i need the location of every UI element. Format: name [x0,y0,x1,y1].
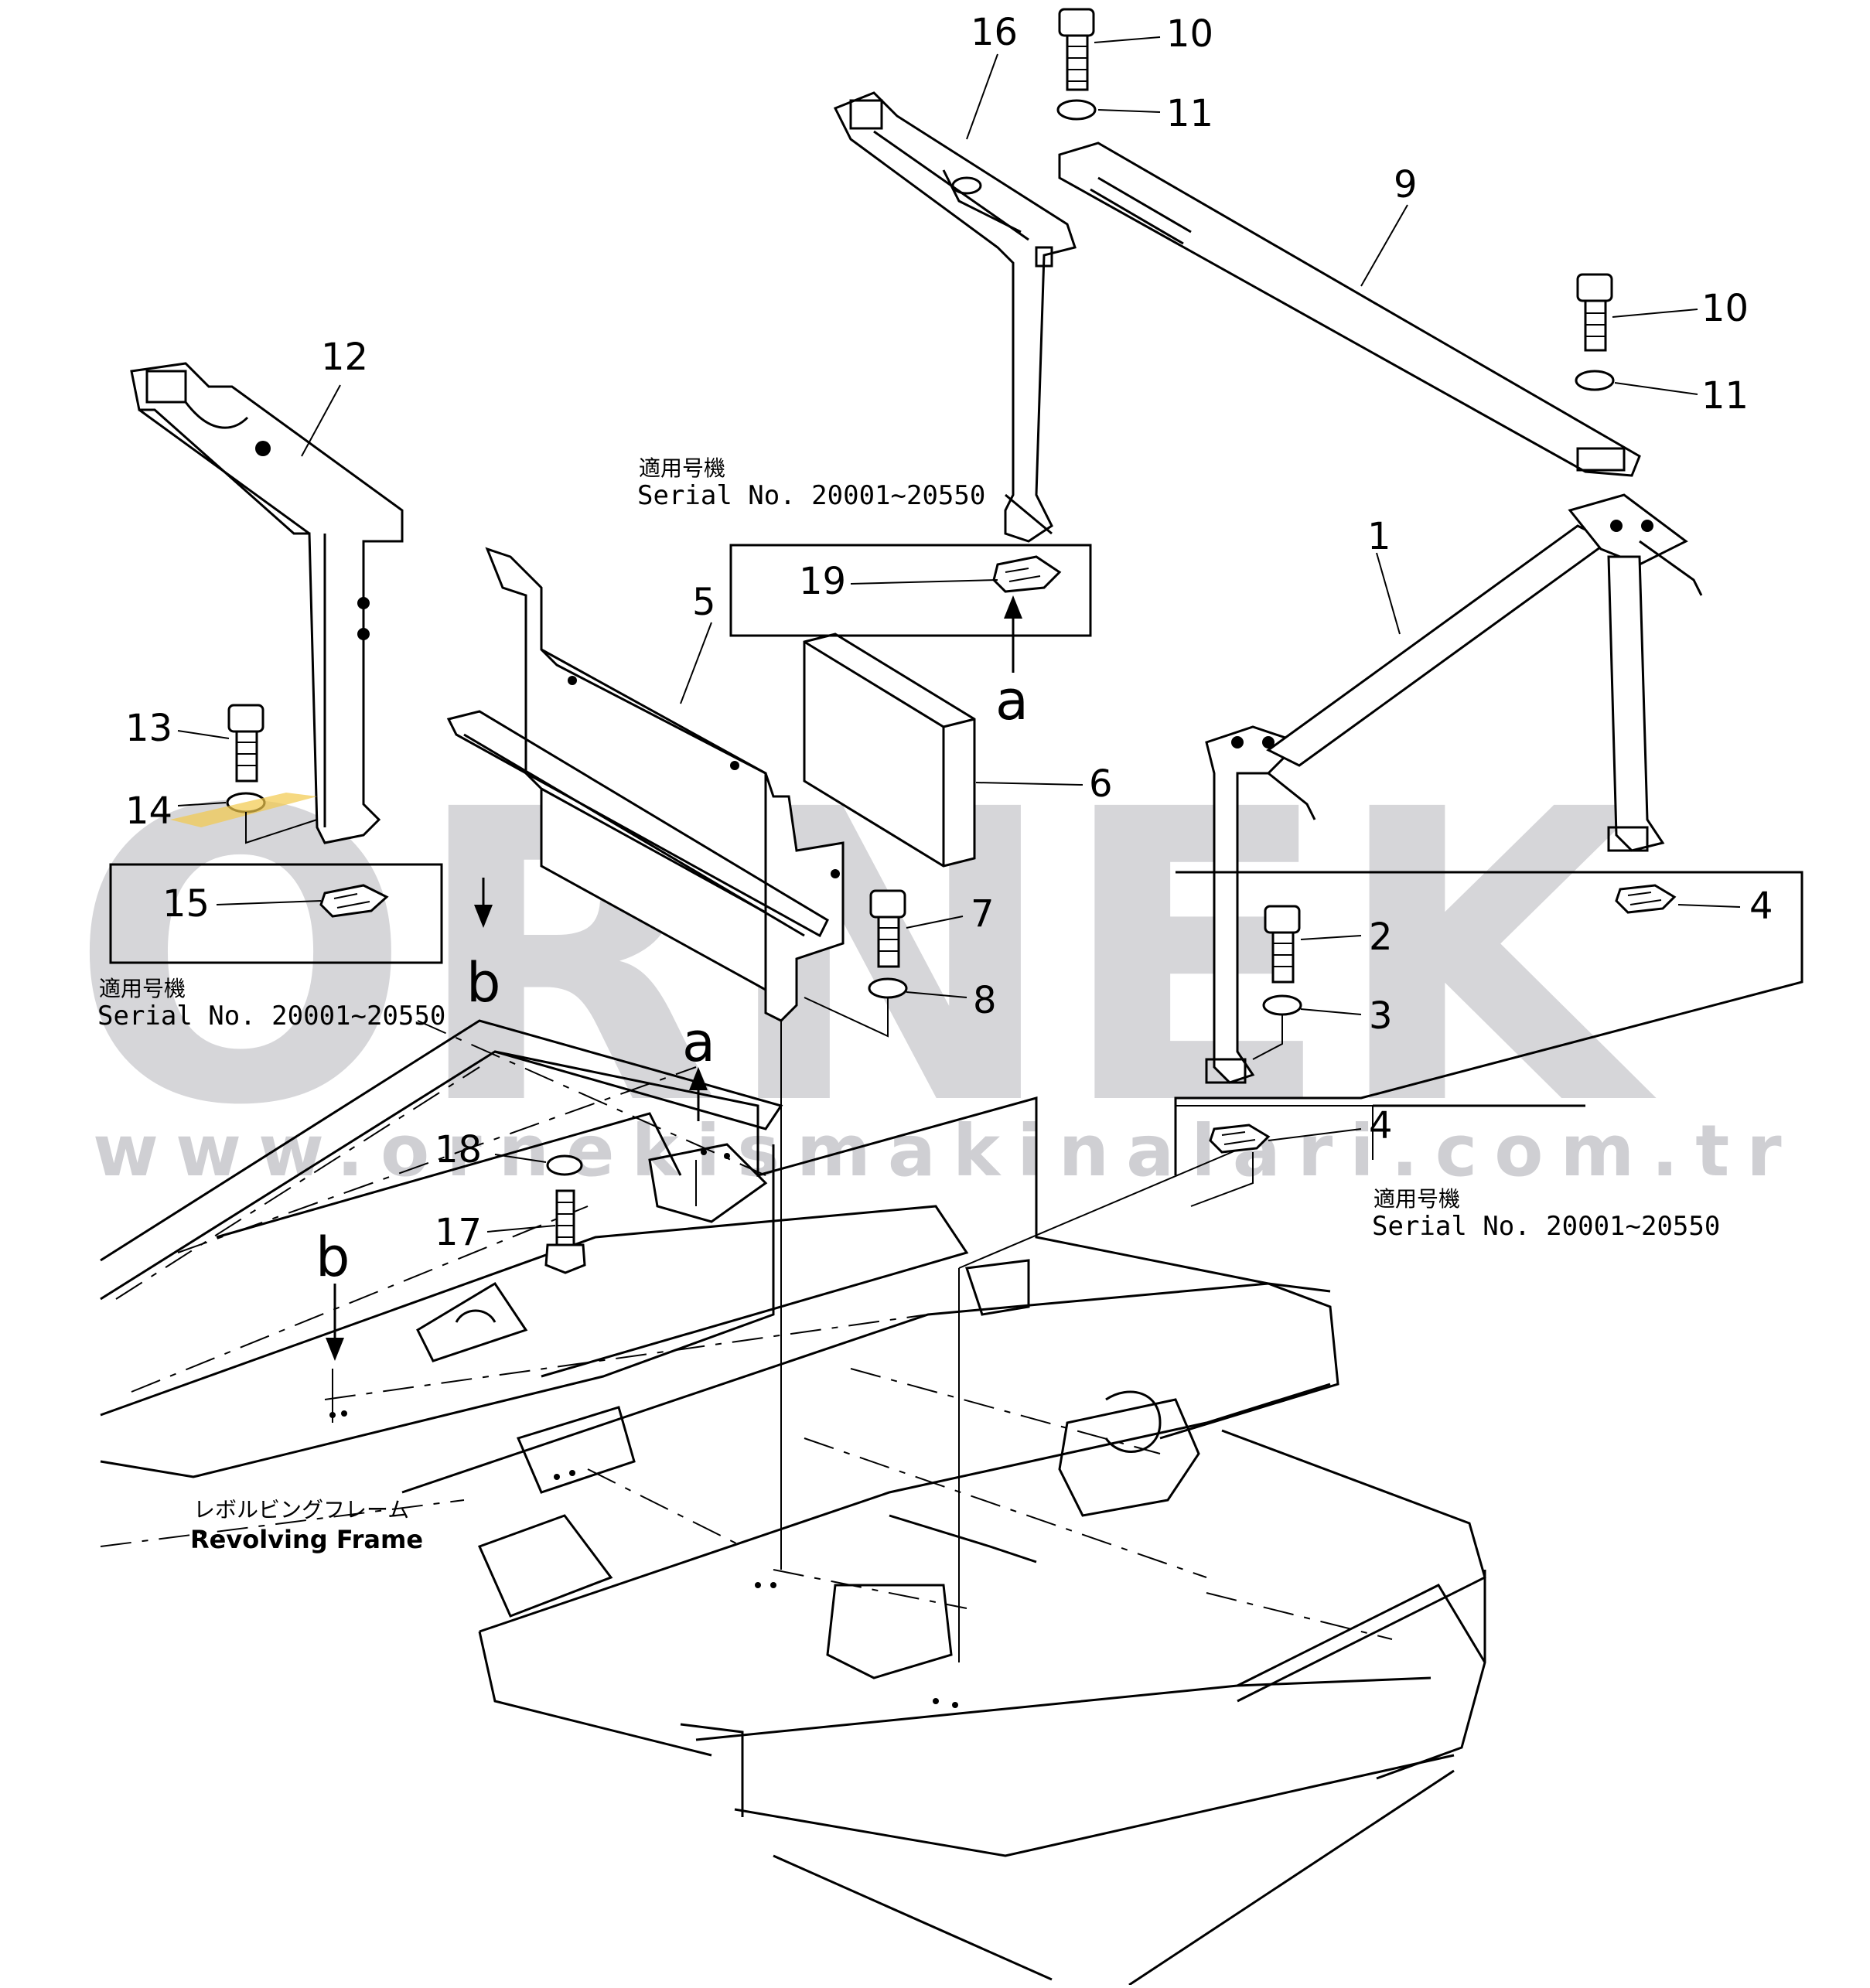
fasteners [170,8,1677,1274]
part-label[interactable]: 13 [125,707,172,750]
bolt-icon [1058,8,1095,91]
frame-5 [446,547,845,1022]
revolving-frame [100,1019,1486,1986]
frame-label-en: Revolving Frame [190,1525,423,1554]
part-label[interactable]: 14 [125,789,172,833]
part-label[interactable]: 8 [973,979,997,1022]
note-box-19 [729,544,1092,637]
watermark-url: www.ornekismakinalari.com.tr [93,1110,1799,1192]
serial-note-text: Serial No. 20001~20550 [1372,1211,1720,1242]
part-labels: 1 2 3 4 4 5 6 7 8 9 10 10 11 11 12 13 14… [125,11,1773,1254]
part-label[interactable]: 3 [1369,994,1393,1038]
washer-icon [868,977,908,999]
view-letter: a [682,1011,715,1074]
part-label[interactable]: 2 [1369,916,1393,959]
bracket-16 [833,91,1077,543]
shim-icon [1615,884,1677,914]
part-label[interactable]: 17 [435,1211,482,1254]
shim-icon [992,555,1062,593]
leader-lines [177,36,1741,1233]
part-label[interactable]: 11 [1166,92,1213,135]
shim-icon [319,884,389,918]
part-label[interactable]: 11 [1701,374,1749,418]
part-label[interactable]: 5 [692,581,716,624]
bolt-icon [227,704,264,783]
note-box-15 [109,863,443,964]
serial-note-boxes [109,544,1803,1207]
assembly-lines [332,997,1269,1662]
view-letters: a a b b [316,669,1029,1289]
bolt-icon [869,889,906,968]
serial-note-jp: 適用号機 [99,976,186,1001]
part-label[interactable]: 12 [321,336,368,379]
bolt-icon [1264,905,1301,984]
view-letter: a [995,669,1029,732]
note-box-4 [1174,871,1803,1175]
serial-note-text: Serial No. 20001~20550 [97,1001,445,1032]
view-letter: b [466,951,500,1014]
washer-icon [1575,370,1615,391]
part-label[interactable]: 1 [1367,515,1391,558]
serial-note-text: Serial No. 20001~20550 [637,480,985,511]
part-label[interactable]: 18 [435,1128,482,1171]
highlight-mark [170,793,317,827]
shim-icon [1209,1124,1271,1154]
part-label[interactable]: 10 [1701,287,1749,330]
bolt-icon [1576,273,1613,352]
frame-label-jp: レボルビングフレーム [193,1497,409,1523]
serial-notes: 適用号機 Serial No. 20001~20550 適用号機 Serial … [97,455,1720,1242]
part-label[interactable]: 4 [1749,885,1773,928]
part-label[interactable]: 7 [971,892,995,936]
view-arrows [326,595,1022,1361]
serial-note-jp: 適用号機 [1373,1186,1460,1212]
bracket-12 [130,362,404,844]
part-label[interactable]: 16 [971,11,1018,54]
part-label[interactable]: 9 [1394,163,1418,206]
frame-1 [1205,493,1703,1084]
panel-6 [803,633,976,868]
part-label[interactable]: 19 [799,560,846,603]
bolt-icon [544,1189,586,1274]
part-label[interactable]: 15 [162,882,210,926]
part-label[interactable]: 10 [1166,12,1213,56]
serial-note-jp: 適用号機 [639,455,725,481]
washer-icon [546,1154,583,1176]
washer-icon [1262,994,1302,1016]
bar-9 [1058,142,1641,477]
part-label[interactable]: 4 [1369,1104,1393,1147]
washer-icon [1056,99,1097,121]
view-letter: b [316,1226,350,1289]
frame-label: レボルビングフレーム Revolving Frame [190,1497,423,1554]
part-label[interactable]: 6 [1089,762,1113,806]
